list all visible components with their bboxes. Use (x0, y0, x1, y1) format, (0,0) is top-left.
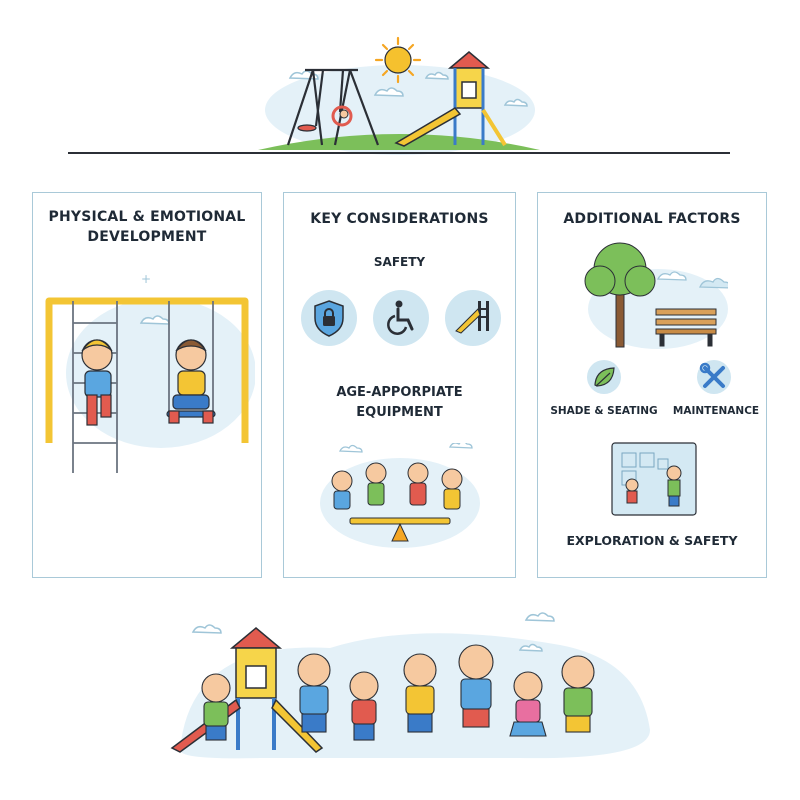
children-seesaw-illustration (320, 443, 480, 553)
footer-children-illustration (0, 600, 800, 800)
shade-seating-label: SHADE & SEATING (550, 405, 658, 417)
climbing-swing-illustration: + (41, 263, 255, 473)
panel-additional-factors: ADDITIONAL FACTORS (537, 192, 767, 578)
tree-bench-illustration (578, 239, 728, 351)
header-playground-illustration (0, 0, 800, 160)
sun-icon (374, 36, 422, 84)
panel-title: KEY CONSIDERATIONS (310, 211, 489, 227)
maintenance-label: MAINTENANCE (672, 405, 760, 417)
tools-icon (696, 359, 732, 395)
header-divider (68, 152, 730, 154)
panel-physical-development: PHYSICAL & EMOTIONAL DEVELOPMENT + (32, 192, 262, 578)
shield-lock-icon (300, 289, 358, 347)
svg-text:+: + (141, 272, 151, 286)
wheelchair-icon (372, 289, 430, 347)
panel-key-considerations: KEY CONSIDERATIONS SAFETY AGE-APPORPIATE… (283, 192, 516, 578)
panel-title: PHYSICAL & EMOTIONAL DEVELOPMENT (48, 209, 246, 245)
panel-title: ADDITIONAL FACTORS (563, 211, 741, 227)
slide-icon (444, 289, 502, 347)
exploration-safety-label: EXPLORATION & SAFETY (566, 533, 738, 548)
equipment-label: AGE-APPORPIATE EQUIPMENT (336, 385, 463, 420)
leaf-icon (586, 359, 622, 395)
map-children-illustration (608, 437, 700, 523)
safety-label: SAFETY (373, 255, 426, 269)
